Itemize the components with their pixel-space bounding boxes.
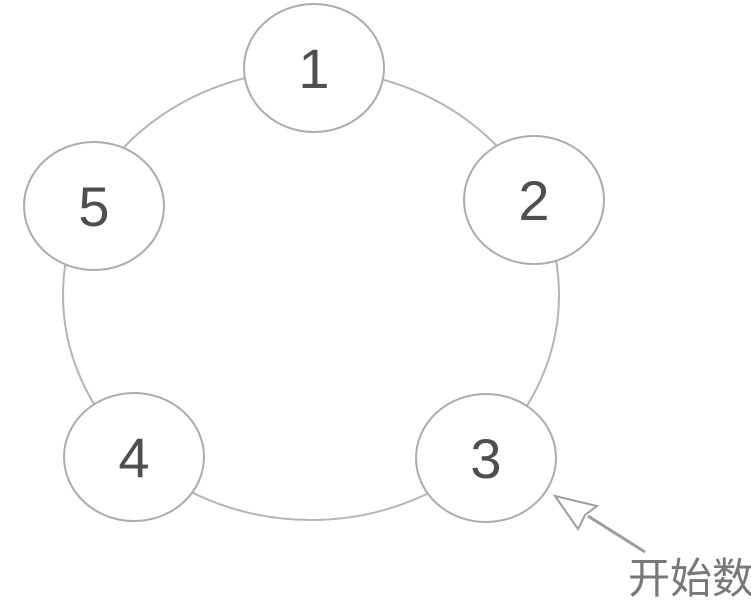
node-1: 1 [243,3,385,133]
node-label-4: 4 [118,426,149,489]
arrowhead-icon [552,494,600,531]
node-circle-1 [243,3,385,133]
start-arrow [552,494,646,554]
node-5: 5 [23,141,165,271]
node-label-3: 3 [470,427,501,490]
node-circle-4 [63,392,205,522]
node-label-2: 2 [518,169,549,232]
node-3: 3 [415,393,557,523]
node-label-5: 5 [78,175,109,238]
arrow-shaft [587,514,646,554]
node-circle-3 [415,393,557,523]
node-label-1: 1 [298,37,329,100]
node-2: 2 [463,135,605,265]
start-annotation-label: 开始数 [628,555,751,602]
node-circle-2 [463,135,605,265]
node-4: 4 [63,392,205,522]
node-circle-5 [23,141,165,271]
